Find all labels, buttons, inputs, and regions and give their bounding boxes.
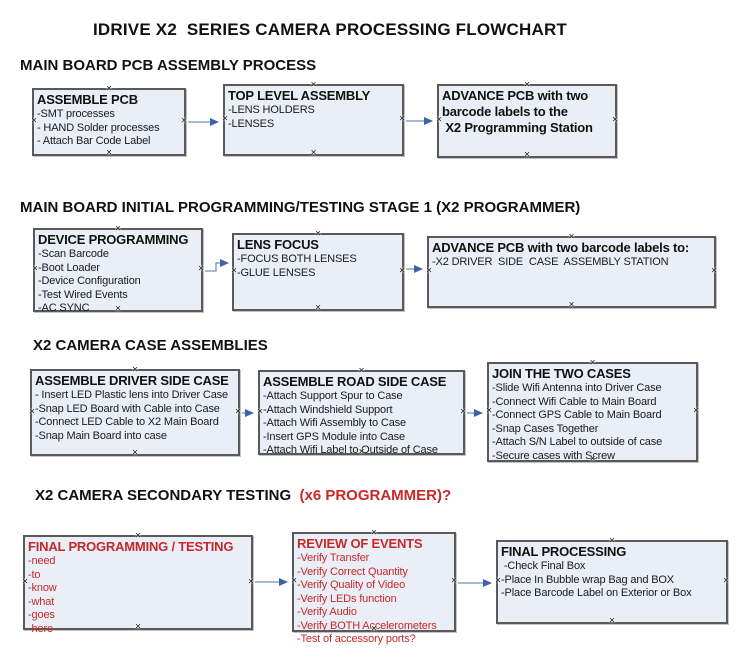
box-item: - HAND Solder processes — [37, 121, 160, 134]
connection-handle-icon: × — [568, 299, 575, 311]
flow-box-review-of-events: REVIEW OF EVENTS -Verify Transfer -Verif… — [291, 528, 457, 645]
box-item: -SMT processes — [37, 108, 115, 120]
box-item: -Snap Main Board into case — [35, 429, 167, 442]
box-item: -need — [28, 555, 56, 567]
box-heading: JOIN THE TWO CASES — [492, 366, 631, 381]
page-title: IDRIVE X2 SERIES CAMERA PROCESSING FLOWC… — [92, 20, 568, 39]
box-item: -Secure cases with Screw — [492, 449, 615, 462]
box-item: -LENS HOLDERS — [228, 104, 315, 116]
box-heading: ADVANCE PCB with two barcode labels to: — [432, 240, 690, 255]
box-heading: REVIEW OF EVENTS — [297, 536, 423, 551]
box-item: -Attach Support Spur to Case — [263, 390, 403, 402]
box-item: -Attach Windshield Support — [263, 403, 393, 416]
box-item: -AC SYNC — [38, 302, 90, 314]
flow-box-lens-focus: LENS FOCUS -FOCUS BOTH LENSES -GLUE LENS… — [231, 229, 405, 314]
section-heading-red: (x6 PROGRAMMER)? — [295, 487, 452, 504]
box-item: -Verify Audio — [297, 606, 357, 618]
section-heading: MAIN BOARD PCB ASSEMBLY PROCESS — [20, 57, 317, 74]
box-heading: ASSEMBLE PCB — [37, 92, 138, 107]
box-item: -X2 DRIVER SIDE CASE ASSEMBLY STATION — [432, 256, 669, 268]
flow-box-assemble-driver-side-case: ASSEMBLE DRIVER SIDE CASE - Insert LED P… — [29, 365, 241, 459]
box-item: -know — [28, 582, 57, 594]
connection-handle-icon: × — [132, 447, 138, 459]
flow-box-final-processing: FINAL PROCESSING -Check Final Box -Place… — [495, 536, 729, 627]
box-heading: LENS FOCUS — [237, 237, 319, 252]
box-heading: FINAL PROGRAMMING / TESTING — [28, 539, 234, 554]
box-item: -GLUE LENSES — [237, 266, 316, 279]
box-item: -Slide Wifi Antenna into Driver Case — [492, 382, 662, 394]
flow-box-top-level-assembly: TOP LEVEL ASSEMBLY -LENS HOLDERS -LENSES… — [222, 80, 405, 159]
box-item: -Verify LEDs function — [297, 592, 397, 605]
box-item: - Insert LED Plastic lens into Driver Ca… — [35, 389, 228, 401]
box-heading: FINAL PROCESSING — [501, 544, 627, 559]
box-item: - Attach Bar Code Label — [37, 135, 151, 147]
flow-box-advance-pcb-case-assembly: ADVANCE PCB with two barcode labels to: … — [426, 232, 717, 311]
box-item: -Place Barcode Label on Exterior or Box — [501, 587, 692, 599]
box-item: -what — [28, 595, 55, 608]
box-item: -goes — [28, 609, 55, 621]
box-item: -Verify Correct Quantity — [297, 565, 408, 578]
box-item: -Place In Bubble wrap Bag and BOX — [501, 573, 674, 586]
box-heading: TOP LEVEL ASSEMBLY — [228, 88, 371, 103]
flow-box-assemble-road-side-case: ASSEMBLE ROAD SIDE CASE -Attach Support … — [257, 366, 466, 457]
box-item: -Check Final Box — [501, 560, 586, 572]
box-item: -FOCUS BOTH LENSES — [237, 253, 357, 265]
section-heading: X2 CAMERA CASE ASSEMBLIES — [33, 337, 268, 354]
box-item: -Connect GPS Cable to Main Board — [492, 409, 662, 421]
connector-arrow — [205, 259, 229, 272]
box-item: -Test Wired Events — [38, 288, 128, 301]
box-heading: ASSEMBLE ROAD SIDE CASE — [263, 374, 447, 389]
box-item: -Verify Quality of Video — [297, 579, 406, 591]
box-heading: DEVICE PROGRAMMING — [38, 232, 189, 247]
box-item: -Connect LED Cable to X2 Main Board — [35, 416, 219, 428]
connection-handle-icon: × — [524, 149, 530, 161]
flow-box-final-programming-testing: FINAL PROGRAMMING / TESTING -need -to -k… — [22, 531, 254, 635]
box-item: -Attach Wifi Label to Outside of Case — [263, 444, 438, 456]
flow-box-assemble-pcb: ASSEMBLE PCB -SMT processes - HAND Solde… — [31, 84, 187, 159]
box-item: -LENSES — [228, 117, 275, 130]
flow-box-join-the-two-cases: JOIN THE TWO CASES -Slide Wifi Antenna i… — [486, 358, 699, 464]
box-item: -Boot Loader — [38, 261, 100, 274]
box-item: -Attach Wifi Assembly to Case — [263, 417, 406, 429]
box-item: -here — [28, 622, 53, 635]
flow-box-device-programming: DEVICE PROGRAMMING -Scan Barcode -Boot L… — [32, 224, 204, 314]
section-heading: X2 CAMERA SECONDARY TESTING (x6 PROGRAMM… — [35, 487, 451, 504]
box-item: -Snap LED Board with Cable into Case — [35, 402, 220, 415]
box-heading: ASSEMBLE DRIVER SIDE CASE — [35, 373, 229, 388]
connection-handle-icon: × — [106, 147, 112, 159]
connection-handle-icon: × — [315, 302, 321, 314]
box-item: -Verify BOTH Accelerometers — [297, 619, 437, 632]
section-heading: MAIN BOARD INITIAL PROGRAMMING/TESTING S… — [20, 199, 581, 216]
box-item: -Connect Wifi Cable to Main Board — [492, 395, 657, 408]
box-item: -Test of accessory ports? — [297, 633, 416, 645]
box-item: -Snap Cases Together — [492, 422, 599, 435]
box-item: -Device Configuration — [38, 275, 141, 287]
flow-box-advance-pcb-programming: ADVANCE PCB with two barcode labels to t… — [436, 80, 618, 161]
box-item: -Scan Barcode — [38, 248, 109, 260]
box-item: -Attach S/N Label to outside of case — [492, 436, 663, 448]
connection-handle-icon: × — [609, 615, 615, 627]
box-item: -to — [28, 568, 41, 581]
box-item: -Verify Transfer — [297, 552, 370, 564]
box-heading: ADVANCE PCB with two barcode labels to t… — [442, 88, 593, 135]
section-heading-black: X2 CAMERA SECONDARY TESTING — [35, 487, 296, 504]
box-item: -Insert GPS Module into Case — [263, 430, 405, 443]
connection-handle-icon: × — [310, 147, 317, 159]
